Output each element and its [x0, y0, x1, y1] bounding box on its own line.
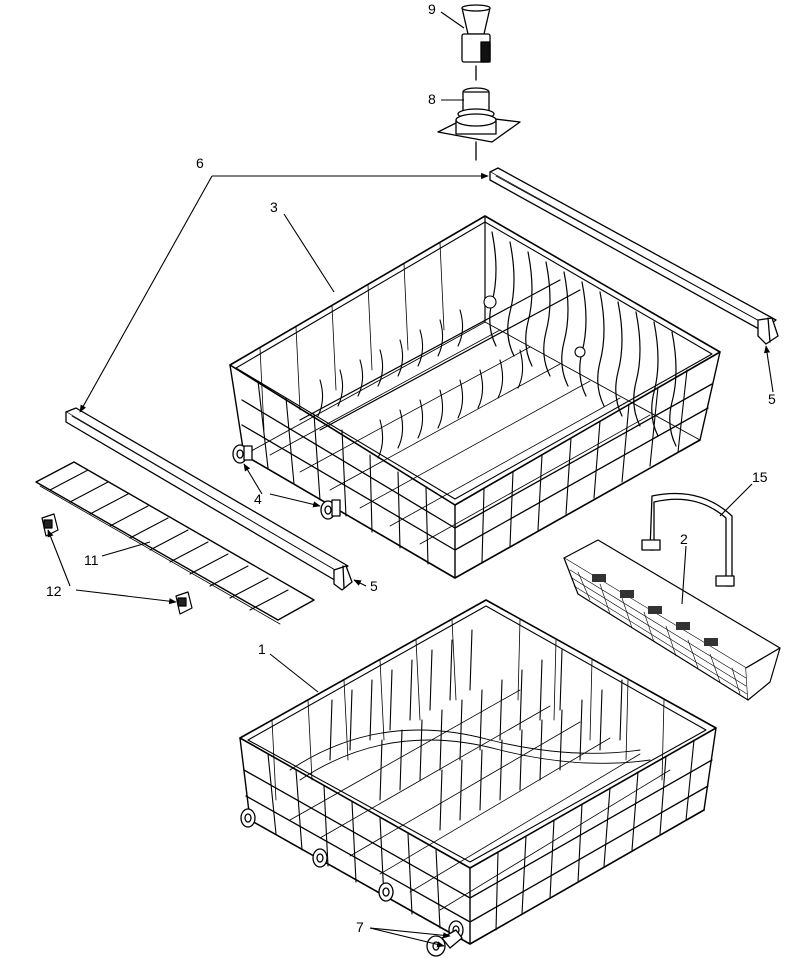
callout-15: 15	[752, 469, 768, 485]
callout-9: 9	[428, 1, 436, 17]
part-1-lower-rack	[239, 599, 717, 945]
part-8-spray-mount	[437, 87, 521, 161]
leader-5-right	[763, 345, 774, 393]
leader-12-a	[47, 529, 71, 587]
leader-7-a	[369, 927, 445, 948]
leader-6-left	[79, 175, 213, 413]
callout-7: 7	[356, 919, 364, 935]
leader-11	[101, 541, 151, 557]
leader-4-a	[243, 463, 263, 495]
leader-3	[283, 213, 335, 293]
part-12-shelf-clips	[41, 513, 193, 615]
leader-4-b	[269, 493, 321, 508]
leader-12-b	[75, 589, 177, 605]
callout-5-left: 5	[370, 578, 378, 594]
leader-lines	[47, 11, 774, 948]
callout-11: 11	[84, 552, 99, 568]
leader-7-b	[369, 927, 451, 939]
callout-2: 2	[680, 531, 688, 547]
part-15-basket-handle	[641, 492, 735, 587]
part-5-stop-clip-left	[333, 565, 353, 591]
part-3-upper-rack	[229, 215, 721, 579]
callout-6: 6	[196, 155, 204, 171]
callout-1: 1	[258, 641, 266, 657]
part-11-cup-shelf	[35, 461, 315, 625]
part-6-rail-left	[65, 407, 349, 583]
part-6-rail-right	[489, 167, 777, 335]
callout-3: 3	[270, 199, 278, 215]
callout-5-right: 5	[768, 391, 776, 407]
part-4-rack-wheels	[232, 444, 341, 520]
part-2-silverware-basket	[563, 539, 781, 701]
leader-1	[269, 653, 319, 693]
part-7-wheel-assembly	[426, 929, 463, 957]
callouts: 9 8 6 3 5 4 5 11 12 15 2 1 7	[46, 1, 776, 935]
callout-4: 4	[254, 491, 262, 507]
part-9-nozzle	[461, 4, 491, 81]
leader-15	[719, 483, 753, 517]
callout-12: 12	[46, 583, 62, 599]
part-5-stop-clip-right	[757, 317, 779, 345]
callout-8: 8	[428, 91, 436, 107]
leader-9	[440, 11, 465, 29]
leader-2	[681, 545, 687, 605]
leader-5-left	[353, 579, 367, 587]
